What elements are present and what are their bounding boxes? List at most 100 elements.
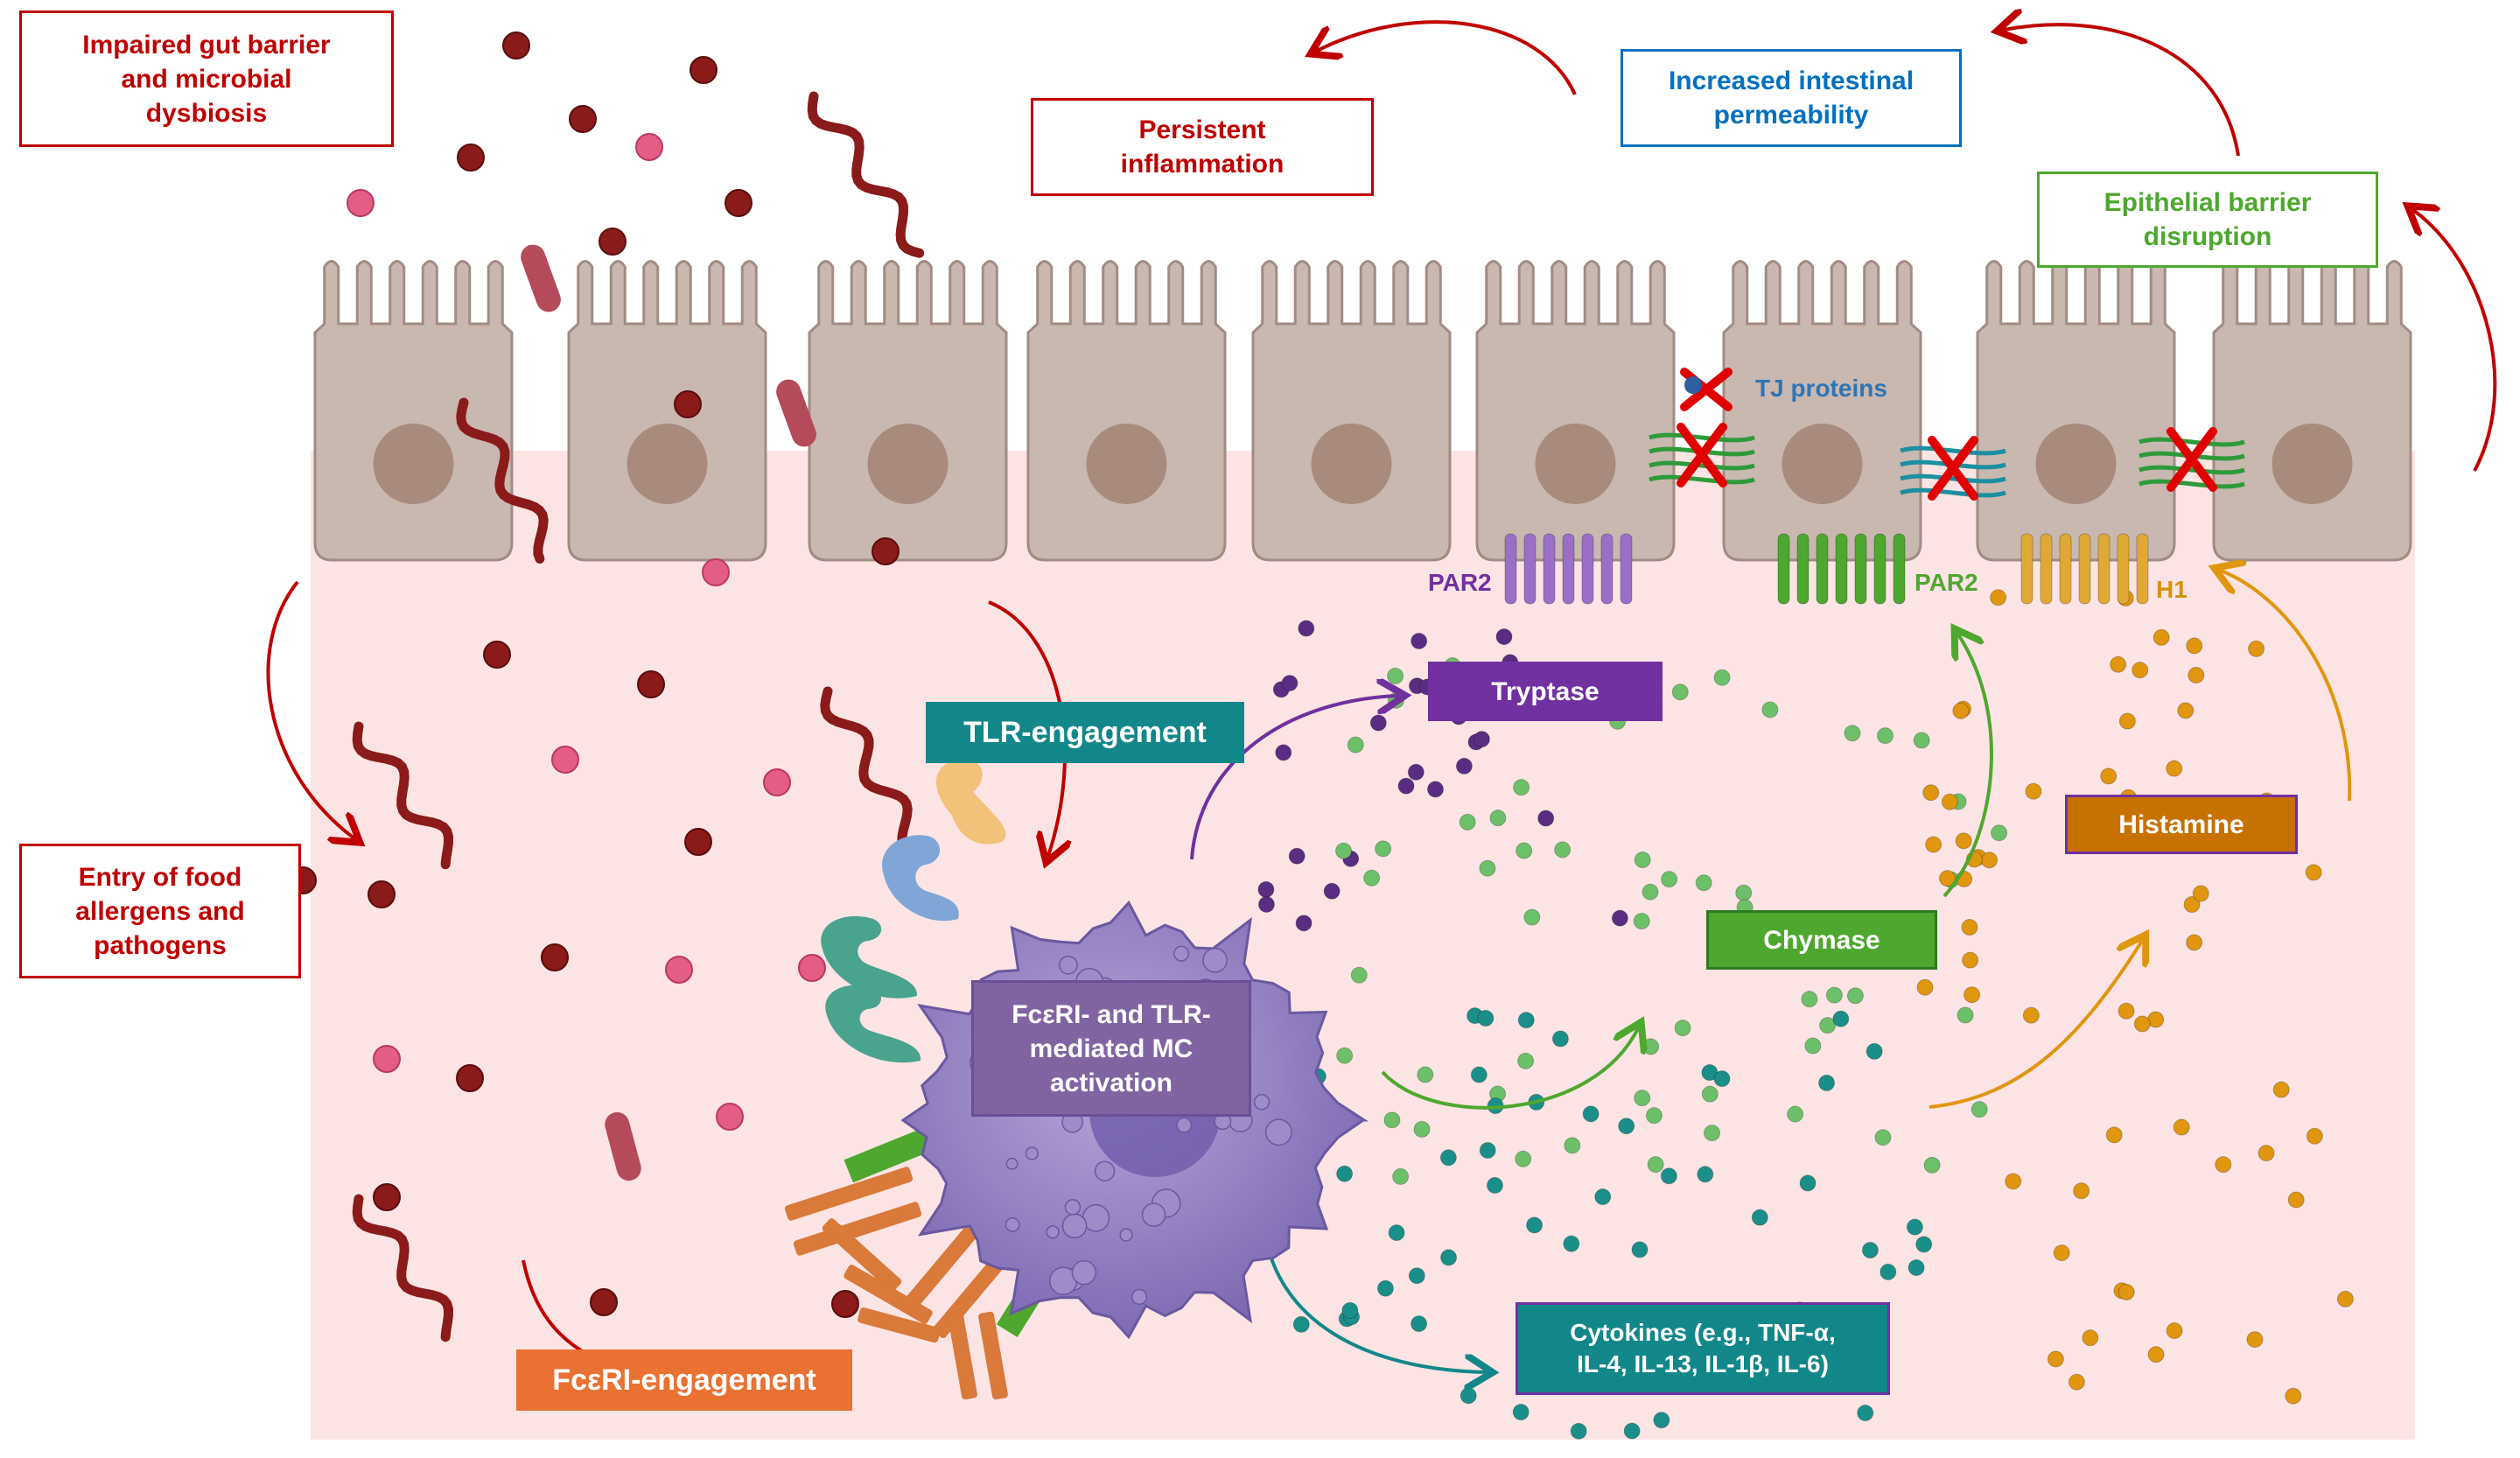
histamine-granule bbox=[2166, 760, 2183, 777]
epithelial-cell bbox=[1475, 260, 1676, 562]
chymase-granule bbox=[1801, 991, 1818, 1008]
tryptase-granule bbox=[1455, 757, 1473, 775]
chymase-granule bbox=[1804, 1037, 1822, 1055]
mast-cell-granule bbox=[1173, 945, 1190, 962]
bacterium bbox=[807, 91, 925, 258]
cytokine-granule bbox=[1526, 1216, 1544, 1234]
entry-food-line-2: allergens and bbox=[75, 896, 245, 926]
epithelial-cell bbox=[808, 260, 1008, 562]
food-particle bbox=[590, 1288, 618, 1316]
cytokine-granule bbox=[1376, 1279, 1394, 1297]
increased-permeability-line-2: permeability bbox=[1713, 101, 1869, 130]
chymase-granule bbox=[1459, 813, 1476, 831]
food-particle bbox=[598, 228, 626, 256]
chymase-granule bbox=[1479, 859, 1496, 877]
food-particle bbox=[724, 189, 752, 217]
cytokine-granule bbox=[1477, 1009, 1494, 1027]
allergen-particle bbox=[763, 768, 791, 796]
histamine-granule bbox=[2186, 934, 2203, 951]
allergen-particle bbox=[346, 189, 374, 217]
chymase-granule bbox=[1517, 1052, 1535, 1069]
chymase-granule bbox=[1647, 1156, 1664, 1174]
tryptase-granule bbox=[1257, 895, 1275, 913]
cytokine-granule bbox=[1660, 1167, 1677, 1185]
chymase-granule bbox=[1413, 1120, 1431, 1138]
histamine-granule bbox=[1925, 836, 1942, 853]
tryptase-granule bbox=[1410, 632, 1428, 649]
tryptase-granule bbox=[1426, 781, 1444, 798]
histamine-granule bbox=[2272, 1081, 2290, 1098]
food-particle bbox=[541, 943, 569, 971]
cytokine-granule bbox=[1908, 1259, 1925, 1277]
cytokine-granule bbox=[1653, 1412, 1670, 1429]
food-particle bbox=[872, 537, 900, 565]
histamine-granule bbox=[2053, 1244, 2070, 1262]
fceri-engagement-label: FcεRI-engagement bbox=[516, 1349, 852, 1411]
mast-cell-granule bbox=[1071, 1259, 1097, 1286]
histamine-granule bbox=[2118, 1283, 2135, 1300]
cytokine-granule bbox=[1551, 1030, 1569, 1048]
chymase-granule bbox=[1874, 1129, 1892, 1146]
chymase-granule bbox=[1913, 732, 1930, 749]
increased-permeability-label: Increased intestinal permeability bbox=[1620, 49, 1962, 147]
tryptase-granule bbox=[1407, 763, 1424, 781]
histamine-granule bbox=[2118, 712, 2136, 730]
tryptase-granule bbox=[1257, 880, 1275, 898]
epithelial-cell bbox=[1251, 260, 1452, 562]
par2-receptor-right bbox=[1796, 533, 1810, 605]
histamine-granule bbox=[2248, 640, 2265, 657]
tight-junction bbox=[1900, 487, 2006, 498]
cell-nucleus bbox=[373, 424, 454, 504]
arrow-entry-to-barrier bbox=[266, 580, 354, 838]
allergen-particle bbox=[798, 954, 826, 982]
epithelial-disruption-line-2: disruption bbox=[2143, 222, 2272, 251]
histamine-granule bbox=[2183, 896, 2201, 914]
food-particle bbox=[457, 144, 485, 172]
arrow-epithelial-disruption bbox=[2413, 210, 2497, 472]
chymase-granule bbox=[1417, 1066, 1434, 1083]
impaired-barrier-label: Impaired gut barrier and microbial dysbi… bbox=[19, 11, 394, 147]
cytokine-granule bbox=[1410, 1315, 1428, 1333]
food-particle bbox=[569, 105, 597, 133]
tryptase-granule bbox=[1495, 628, 1513, 646]
mast-cell-granule bbox=[1046, 1225, 1060, 1239]
cell-nucleus bbox=[1535, 424, 1616, 504]
par2-receptor-right bbox=[1873, 533, 1886, 605]
histamine-granule bbox=[2306, 1127, 2323, 1145]
persistent-inflammation-line-2: inflammation bbox=[1120, 150, 1284, 179]
cytokine-granule bbox=[1582, 1105, 1600, 1123]
histamine-granule bbox=[2025, 782, 2042, 800]
cytokine-granule bbox=[1866, 1042, 1883, 1060]
fceri-engagement-text: FcεRI-engagement bbox=[552, 1363, 816, 1397]
histamine-granule bbox=[2005, 1173, 2022, 1190]
cytokine-granule bbox=[1479, 1141, 1496, 1159]
impaired-barrier-line-2: and microbial bbox=[121, 64, 292, 94]
histamine-granule bbox=[1922, 784, 1940, 802]
food-particle bbox=[502, 32, 530, 60]
chymase-granule bbox=[1489, 810, 1507, 827]
par2-receptor-right bbox=[1835, 533, 1848, 605]
chymase-granule bbox=[1387, 667, 1404, 684]
par2-receptor-right bbox=[1816, 533, 1829, 605]
histamine-granule bbox=[1964, 986, 1981, 1004]
tight-junction bbox=[2138, 437, 2245, 447]
chymase-granule bbox=[1336, 1047, 1354, 1064]
mast-cell-granule bbox=[1141, 1202, 1166, 1227]
tryptase-granule bbox=[1323, 882, 1340, 900]
histamine-granule bbox=[1962, 951, 1979, 969]
epithelial-disruption-label: Epithelial barrier disruption bbox=[2037, 172, 2378, 268]
h1-receptor bbox=[2040, 533, 2053, 605]
mast-cell-granule bbox=[1119, 1228, 1133, 1242]
chymase-granule bbox=[1671, 683, 1689, 701]
histamine-granule bbox=[1955, 832, 1972, 850]
rod-bacterium bbox=[605, 1111, 641, 1181]
tryptase-granule bbox=[1537, 810, 1555, 827]
cytokine-granule bbox=[1570, 1422, 1587, 1440]
cytokine-granule bbox=[1713, 1070, 1731, 1088]
disruption-x-mark bbox=[1676, 423, 1727, 487]
tryptase-granule bbox=[1397, 777, 1415, 795]
arrow-tlr bbox=[988, 600, 1065, 856]
arrow-chymase-loop bbox=[1381, 1028, 1638, 1110]
histamine-granule bbox=[2285, 1387, 2302, 1405]
mast-cell-granule bbox=[1130, 1288, 1148, 1306]
